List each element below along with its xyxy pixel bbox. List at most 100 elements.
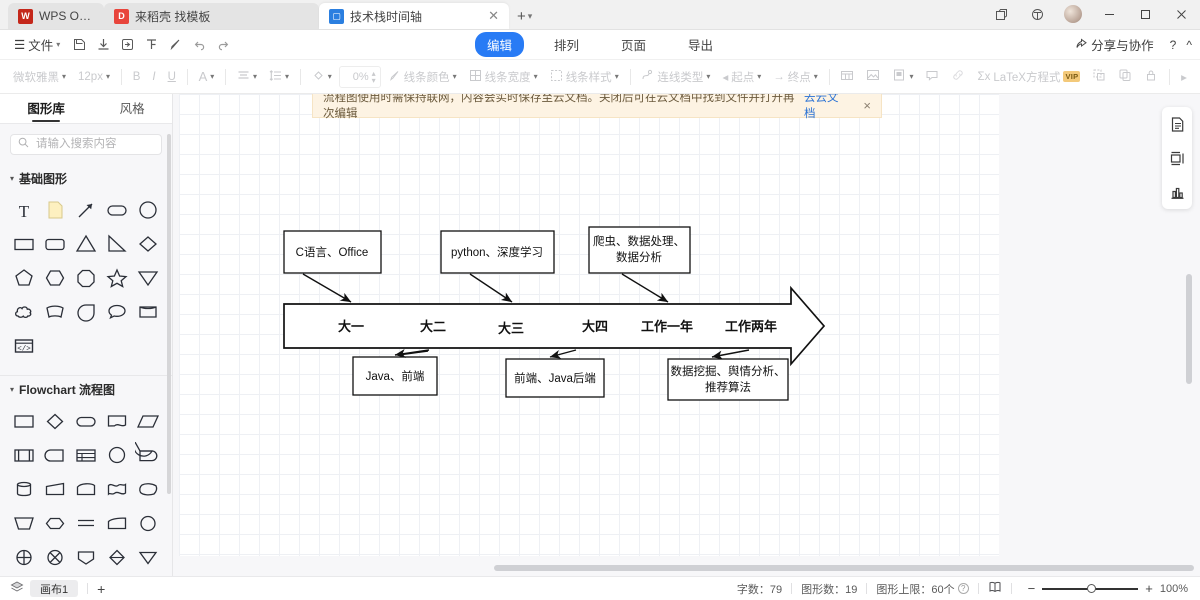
maximize-button[interactable] [1128, 0, 1162, 29]
shape-cloud-icon[interactable] [8, 297, 39, 327]
new-tab-button[interactable]: + ▾ [509, 8, 540, 29]
shape-speech-bubble-icon[interactable] [102, 297, 133, 327]
group-header-basic[interactable]: ▾ 基础图形 [0, 165, 172, 191]
shape-rect-icon[interactable] [8, 229, 39, 259]
tab-page[interactable]: 页面 [621, 39, 647, 53]
shape-triangle-icon[interactable] [70, 229, 101, 259]
catalog-icon[interactable] [988, 580, 1002, 597]
tab-edit[interactable]: 编辑 [474, 32, 524, 57]
zoom-level[interactable]: 100% [1159, 582, 1188, 595]
canvas-area[interactable]: 大一 大二 大三 大四 工作一年 工作两年 C语言、Office python、… [173, 94, 1200, 576]
canvas-horizontal-scrollbar[interactable] [494, 565, 1194, 571]
tab-flowchart-document[interactable]: ▢ 技术栈时间轴 ✕ [319, 3, 509, 29]
flow-rounded-poly-icon[interactable] [133, 474, 164, 504]
opacity-stepper[interactable]: 0% ▴▾ [338, 65, 381, 88]
flow-wave-icon[interactable] [102, 474, 133, 504]
end-point-button[interactable]: → 终点 ▾ [768, 65, 823, 89]
sidebar-scrollbar[interactable] [167, 134, 171, 494]
shape-banner-icon[interactable] [39, 297, 70, 327]
toolbar-overflow-button[interactable]: ▸ [1181, 71, 1187, 84]
line-color-button[interactable]: 线条颜色 ▾ [383, 65, 462, 89]
tab-wps-office[interactable]: W WPS Office [8, 3, 104, 29]
document-panel-icon[interactable] [1166, 113, 1188, 135]
canvas-tab[interactable]: 画布1 [30, 580, 79, 597]
shape-arrow-line-icon[interactable] [70, 195, 101, 225]
pen-icon[interactable] [164, 33, 186, 57]
link-button[interactable] [946, 65, 970, 89]
flow-table-icon[interactable] [70, 440, 101, 470]
flow-sort-down-icon[interactable] [133, 542, 164, 572]
shape-diamond-icon[interactable] [133, 229, 164, 259]
add-canvas-button[interactable]: + [97, 580, 106, 597]
fill-color-button[interactable]: ▾ [307, 65, 337, 89]
group-header-flowchart[interactable]: ▾ Flowchart 流程图 [0, 376, 172, 402]
flow-delay-icon[interactable] [133, 440, 164, 470]
tab-style[interactable]: 风格 [119, 101, 145, 116]
align-button[interactable]: ▾ [232, 65, 262, 89]
line-spacing-button[interactable]: ▾ [264, 65, 294, 89]
line-width-button[interactable]: 线条宽度 ▾ [464, 65, 543, 89]
shape-note-icon[interactable] [39, 195, 70, 225]
flow-database-icon[interactable] [8, 474, 39, 504]
import-icon[interactable] [116, 33, 138, 57]
shape-card-icon[interactable] [133, 297, 164, 327]
shape-right-triangle-icon[interactable] [102, 229, 133, 259]
layers-icon[interactable] [6, 580, 30, 597]
shape-search[interactable] [10, 134, 162, 155]
zoom-slider[interactable]: − + [1021, 581, 1160, 596]
shape-pentagon-icon[interactable] [8, 263, 39, 293]
tab-arrange[interactable]: 排列 [553, 39, 579, 53]
zoom-track[interactable] [1042, 583, 1139, 593]
canvas-vertical-scrollbar[interactable] [1186, 274, 1192, 384]
flow-connector-round-icon[interactable] [133, 508, 164, 538]
flow-collate-icon[interactable] [102, 542, 133, 572]
flow-card-icon[interactable] [102, 508, 133, 538]
flow-extract-icon[interactable] [70, 542, 101, 572]
flow-summing-junction-icon[interactable] [8, 542, 39, 572]
insert-table-button[interactable] [835, 65, 859, 89]
comment-button[interactable] [920, 65, 944, 89]
search-input[interactable] [34, 137, 154, 152]
flow-document-icon[interactable] [102, 406, 133, 436]
insert-image-button[interactable] [861, 65, 885, 89]
drawing-canvas[interactable]: 大一 大二 大三 大四 工作一年 工作两年 C语言、Office python、… [179, 94, 999, 556]
insert-media-button[interactable]: ▾ [887, 65, 918, 89]
start-point-button[interactable]: ◂ 起点 ▾ [717, 65, 766, 89]
format-brush-icon[interactable] [140, 33, 162, 57]
italic-button[interactable]: I [152, 70, 156, 83]
font-color-button[interactable]: A ▾ [194, 65, 220, 89]
close-icon[interactable]: × [863, 97, 871, 113]
group-button[interactable] [1087, 65, 1111, 89]
latex-button[interactable]: Σx LaTeX方程式 VIP [972, 65, 1085, 89]
flow-or-junction-icon[interactable] [39, 542, 70, 572]
tab-export[interactable]: 导出 [688, 39, 714, 53]
flow-manual-input-icon[interactable] [39, 474, 70, 504]
redo-icon[interactable] [212, 33, 234, 57]
flow-process-icon[interactable] [8, 406, 39, 436]
shape-rounded-rect-icon[interactable] [102, 195, 133, 225]
zoom-out-button[interactable]: − [1027, 581, 1036, 596]
close-button[interactable] [1164, 0, 1198, 29]
flow-terminator-icon[interactable] [70, 406, 101, 436]
flow-merge-lines-icon[interactable] [70, 508, 101, 538]
tab-shape-library[interactable]: 图形库 [23, 94, 69, 124]
shape-text-icon[interactable]: T [8, 195, 39, 225]
flow-stored-data-icon[interactable] [70, 474, 101, 504]
shape-code-icon[interactable]: </> [8, 331, 39, 361]
help-icon[interactable]: ? [957, 583, 969, 594]
close-icon[interactable]: ✕ [488, 8, 499, 23]
minimize-button[interactable] [1092, 0, 1126, 29]
save-icon[interactable] [92, 33, 114, 57]
layout-panel-icon[interactable] [1166, 147, 1188, 169]
app-window-icon[interactable] [984, 0, 1018, 29]
file-menu-button[interactable]: ☰ 文件 ▾ [8, 33, 66, 57]
chart-panel-icon[interactable] [1166, 181, 1188, 203]
shape-inverted-triangle-icon[interactable] [133, 263, 164, 293]
shape-rounded-rect2-icon[interactable] [39, 229, 70, 259]
shape-star-icon[interactable] [102, 263, 133, 293]
font-family-select[interactable]: 微软雅黑 ▾ [8, 65, 71, 89]
feedback-icon[interactable] [1020, 0, 1054, 29]
shape-circle-icon[interactable] [133, 195, 164, 225]
zoom-knob[interactable] [1087, 583, 1097, 593]
collapse-ribbon-icon[interactable]: ^ [1186, 37, 1192, 52]
